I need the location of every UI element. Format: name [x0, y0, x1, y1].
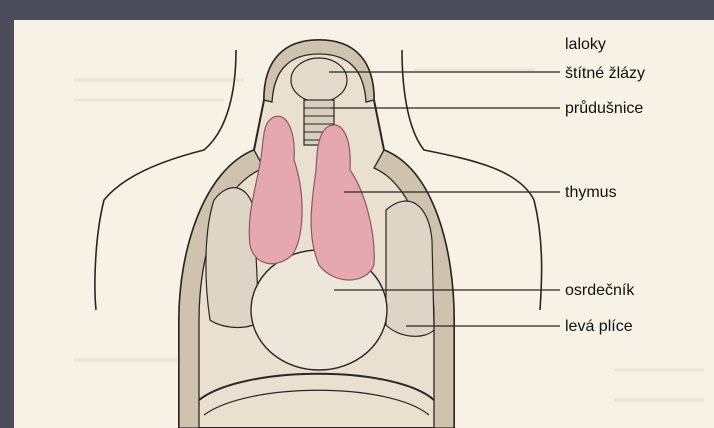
label-thyroid-line1: laloky	[565, 36, 606, 54]
label-left-lung: levá plíce	[565, 318, 633, 336]
label-thymus: thymus	[565, 184, 617, 202]
label-thyroid-line2: štítné žlázy	[565, 65, 645, 83]
label-trachea: průdušnice	[565, 100, 643, 118]
label-pericardium: osrdečník	[565, 282, 634, 300]
illustration-paper: laloky štítné žlázy průdušnice thymus os…	[14, 20, 714, 428]
thyroid-lobes	[291, 58, 347, 102]
left-lung	[386, 201, 434, 336]
